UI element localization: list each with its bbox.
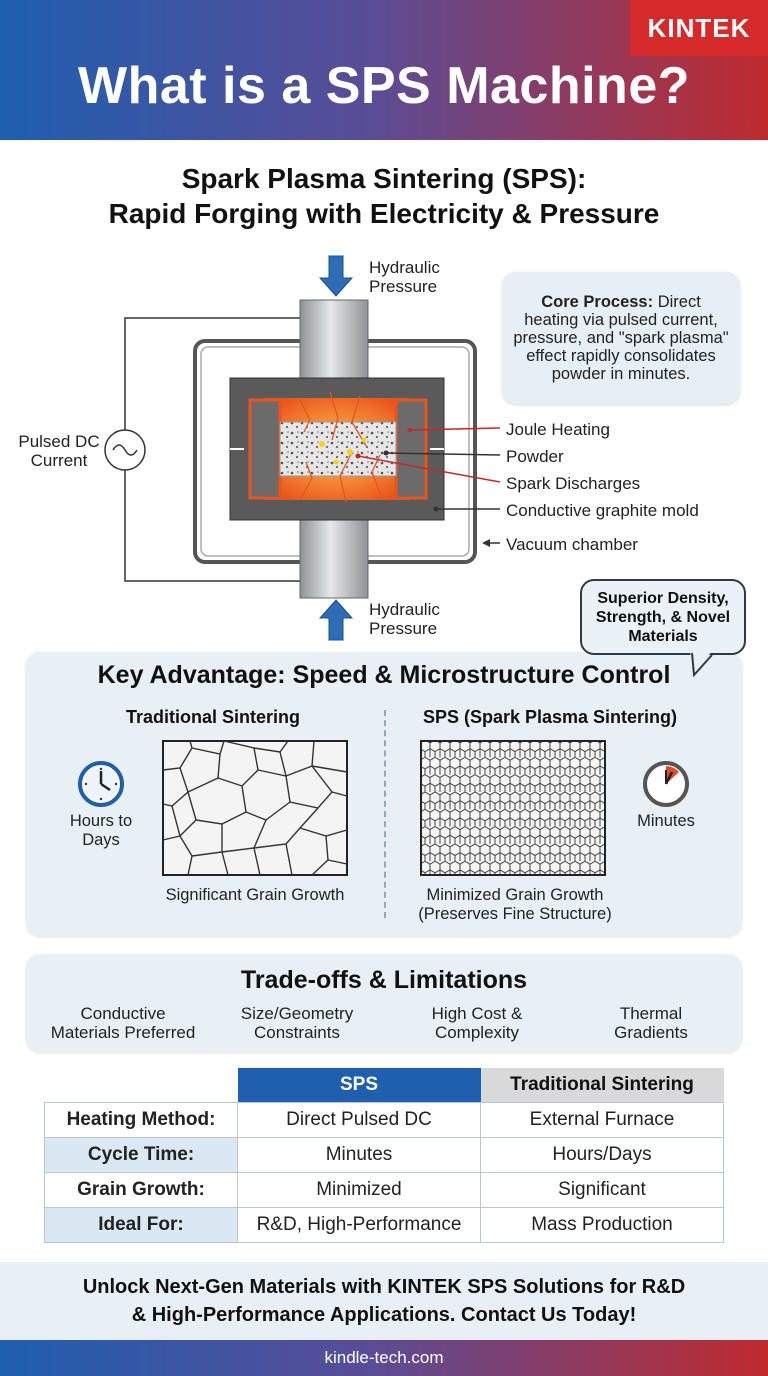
- sps-time: Minutes: [637, 812, 695, 830]
- traditional-caption: Significant Grain Growth: [165, 886, 345, 904]
- cell-traditional: Mass Production: [480, 1207, 724, 1243]
- cta-line-2: & High-Performance Applications. Contact…: [131, 1304, 637, 1326]
- subtitle-line-1: Spark Plasma Sintering (SPS):: [181, 163, 587, 194]
- callout-joule-heating: Joule Heating: [506, 420, 610, 439]
- table-row: Ideal For: R&D, High-Performance Mass Pr…: [44, 1207, 724, 1243]
- tradeoff-text: Constraints: [254, 1023, 340, 1042]
- brand-logo: KINTEK: [630, 0, 768, 56]
- tradeoff-text: Thermal: [619, 1004, 683, 1023]
- traditional-time-2: Days: [82, 831, 120, 849]
- col-traditional: Traditional Sintering: [480, 1068, 724, 1103]
- cta-line-1: Unlock Next-Gen Materials with KINTEK SP…: [82, 1276, 686, 1298]
- cell-traditional: Significant: [480, 1172, 724, 1208]
- cell-sps: Minutes: [237, 1137, 481, 1173]
- callout-spark-discharges: Spark Discharges: [506, 474, 641, 493]
- tradeoff-item-cost: High Cost & Complexity: [387, 1004, 567, 1042]
- hydraulic-bottom-label-1: Hydraulic: [369, 600, 440, 619]
- advantage-divider: [384, 710, 386, 918]
- row-label: Ideal For:: [44, 1207, 238, 1243]
- traditional-time-1: Hours to: [69, 812, 133, 830]
- hydraulic-top-label-1: Hydraulic: [369, 258, 440, 277]
- fine-grain-image: [420, 740, 606, 876]
- sps-caption-1: Minimized Grain Growth: [426, 886, 604, 904]
- row-label: Heating Method:: [44, 1102, 238, 1138]
- tradeoff-text: Gradients: [614, 1023, 688, 1042]
- tradeoff-text: Materials Preferred: [50, 1023, 196, 1042]
- table-corner: [45, 1068, 238, 1103]
- tradeoff-item-conductive: Conductive Materials Preferred: [33, 1004, 213, 1042]
- bottom-piston: [299, 519, 369, 599]
- col-sps: SPS: [237, 1068, 481, 1103]
- tradeoffs-title: Trade-offs & Limitations: [240, 966, 528, 994]
- table-row: Grain Growth: Minimized Significant: [44, 1172, 724, 1208]
- coarse-grain-image: [162, 740, 348, 876]
- table-row: Heating Method: Direct Pulsed DC Externa…: [44, 1102, 724, 1138]
- spark-lines: [299, 391, 383, 503]
- row-label: Cycle Time:: [44, 1137, 238, 1173]
- sps-heading: SPS (Spark Plasma Sintering): [422, 707, 678, 727]
- current-label-2: Current: [30, 451, 88, 470]
- tradeoff-text: Conductive: [80, 1004, 166, 1023]
- hydraulic-bottom-label-2: Pressure: [369, 619, 438, 638]
- benefit-bubble: Superior Density, Strength, & Novel Mate…: [580, 579, 746, 655]
- cell-sps: R&D, High-Performance: [237, 1207, 481, 1243]
- tradeoff-item-thermal: Thermal Gradients: [561, 1004, 741, 1042]
- cell-sps: Minimized: [237, 1172, 481, 1208]
- row-label: Grain Growth:: [44, 1172, 238, 1208]
- core-process-heading: Core Process:: [541, 293, 654, 311]
- callout-vacuum-chamber: Vacuum chamber: [506, 535, 638, 554]
- hydraulic-top-label-2: Pressure: [369, 277, 438, 296]
- subtitle-line-2: Rapid Forging with Electricity & Pressur…: [108, 198, 660, 229]
- tradeoff-text: Complexity: [434, 1023, 520, 1042]
- page-title: What is a SPS Machine?: [77, 57, 691, 115]
- callout-graphite-mold: Conductive graphite mold: [506, 501, 699, 520]
- tradeoffs-panel: Trade-offs & Limitations: [26, 954, 742, 1052]
- arrow-down-icon: [318, 255, 354, 297]
- cell-sps: Direct Pulsed DC: [237, 1102, 481, 1138]
- comparison-table: SPS Traditional Sintering Heating Method…: [44, 1068, 724, 1243]
- sps-caption-2: (Preserves Fine Structure): [418, 905, 612, 923]
- footer-link[interactable]: kindle-tech.com: [324, 1348, 444, 1367]
- core-process-text: Direct heating via pulsed current, press…: [513, 293, 729, 383]
- footer-bar: kindle-tech.com: [0, 1340, 768, 1376]
- clock-icon: [78, 761, 124, 807]
- core-process-box: Core Process: Direct heating via pulsed …: [502, 272, 740, 404]
- stopwatch-icon: [643, 761, 689, 807]
- top-piston: [299, 299, 369, 379]
- arrow-up-icon: [318, 599, 354, 641]
- powder-sample: [279, 421, 397, 477]
- current-label-1: Pulsed DC: [18, 432, 100, 451]
- callout-powder: Powder: [506, 447, 564, 466]
- tradeoff-text: Size/Geometry: [240, 1004, 354, 1023]
- traditional-heading: Traditional Sintering: [125, 707, 300, 727]
- advantage-title: Key Advantage: Speed & Microstructure Co…: [97, 661, 671, 689]
- table-row: Cycle Time: Minutes Hours/Days: [44, 1137, 724, 1173]
- bubble-tail: [690, 651, 713, 677]
- cta-banner: Unlock Next-Gen Materials with KINTEK SP…: [0, 1262, 768, 1340]
- cell-traditional: Hours/Days: [480, 1137, 724, 1173]
- cell-traditional: External Furnace: [480, 1102, 724, 1138]
- tradeoff-item-size: Size/Geometry Constraints: [207, 1004, 387, 1042]
- sps-machine-diagram: [104, 255, 501, 641]
- tradeoff-text: High Cost &: [431, 1004, 523, 1023]
